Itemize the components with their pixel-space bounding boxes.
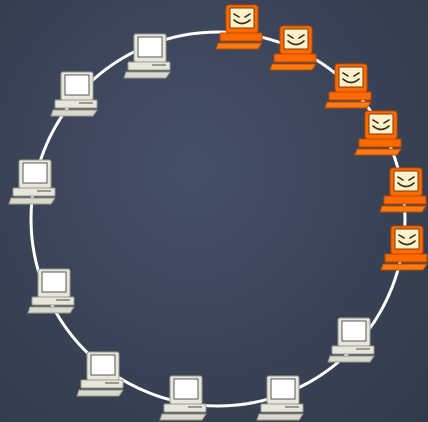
smiling-computer-icon [380,225,428,271]
smiling-computer-icon [215,4,263,50]
network-ring [29,30,407,408]
computer-icon [123,33,171,79]
computer-icon [50,71,98,117]
smiling-computer-icon [269,25,317,71]
smiling-computer-icon [379,167,427,213]
computer-icon [327,317,375,363]
smiling-computer-icon [354,110,402,156]
computer-icon [76,351,124,397]
computer-icon [159,375,207,421]
network-nodes [8,4,428,421]
computer-icon [256,375,304,421]
computer-icon [8,159,56,205]
computer-icon [27,268,75,314]
smiling-computer-icon [324,63,372,109]
